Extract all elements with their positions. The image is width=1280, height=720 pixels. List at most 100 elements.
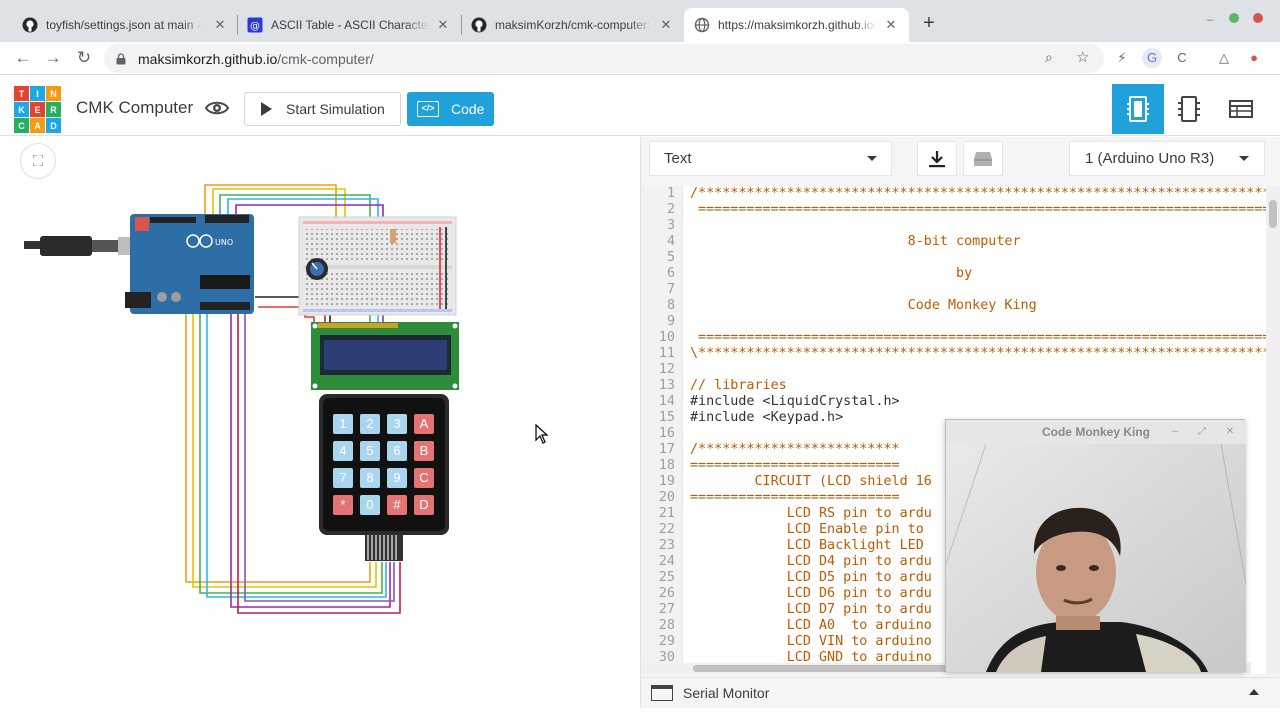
line-text: LCD D6 pin to ardu xyxy=(690,586,932,601)
line-number: 21 xyxy=(658,506,675,521)
code-line: 23 LCD Backlight LED xyxy=(641,538,1266,554)
line-number: 2 xyxy=(666,202,675,217)
upload-library-button[interactable] xyxy=(963,141,1003,176)
zoom-icon[interactable]: ⌕ xyxy=(1045,49,1053,65)
browser-tab-1[interactable]: toyfish/settings.json at main · m ✕ xyxy=(12,8,238,42)
code-line: 16 xyxy=(641,426,1266,442)
code-line: 6 by xyxy=(641,266,1266,282)
drive-extension-icon[interactable]: △ xyxy=(1219,50,1229,65)
circuit-view-button[interactable] xyxy=(1112,84,1164,134)
breadboard-icon xyxy=(1127,96,1149,122)
visibility-eye-icon[interactable] xyxy=(205,96,229,120)
line-number: 1 xyxy=(666,186,675,201)
code-line: 14#include <LiquidCrystal.h> xyxy=(641,394,1266,410)
code-mode-select[interactable]: Text xyxy=(649,141,892,176)
line-text: LCD D4 pin to ardu xyxy=(690,554,932,569)
line-number: 30 xyxy=(658,650,675,665)
line-number: 12 xyxy=(658,362,675,377)
new-tab-plus-icon[interactable]: + xyxy=(923,12,935,34)
lcd-display[interactable] xyxy=(311,322,459,390)
close-icon[interactable]: ✕ xyxy=(660,17,672,32)
project-title[interactable]: CMK Computer xyxy=(76,98,194,117)
code-line: 28 LCD A0 to arduino xyxy=(641,618,1266,634)
editor-vertical-scrollbar[interactable] xyxy=(1266,186,1280,674)
forward-arrow-icon[interactable]: → xyxy=(44,48,62,67)
line-text: LCD Enable pin to xyxy=(690,522,924,537)
browser-tab-4-active[interactable]: https://maksimkorzh.github.io/c ✕ xyxy=(684,8,909,42)
code-line: 2 ======================================… xyxy=(641,202,1266,218)
reload-icon[interactable]: ↻ xyxy=(76,48,92,67)
line-number: 5 xyxy=(666,250,675,265)
back-arrow-icon[interactable]: ← xyxy=(14,48,32,67)
close-icon[interactable]: ✕ xyxy=(1225,426,1235,437)
component-list-view-button[interactable] xyxy=(1215,84,1267,134)
svg-text:UNO: UNO xyxy=(215,238,233,247)
board-select-value: 1 (Arduino Uno R3) xyxy=(1085,150,1215,167)
ascii-table-icon: @ xyxy=(247,17,263,33)
line-text: LCD D5 pin to ardu xyxy=(690,570,932,585)
close-icon[interactable]: ✕ xyxy=(437,17,449,32)
line-text: // libraries xyxy=(690,378,787,393)
line-text: LCD Backlight LED xyxy=(690,538,924,553)
extension-c-icon[interactable]: C xyxy=(1177,50,1187,65)
chevron-up-icon[interactable] xyxy=(1249,689,1259,695)
browser-tab-2[interactable]: @ ASCII Table - ASCII Character C ✕ xyxy=(237,8,461,42)
scrollbar-thumb[interactable] xyxy=(1269,200,1277,228)
extension-bolt-icon[interactable]: ⚡ xyxy=(1117,50,1127,65)
close-icon[interactable]: ✕ xyxy=(214,17,226,32)
line-text: LCD RS pin to ardu xyxy=(690,506,932,521)
board-select[interactable]: 1 (Arduino Uno R3) xyxy=(1069,141,1265,176)
download-code-button[interactable] xyxy=(917,141,957,176)
line-number: 13 xyxy=(658,378,675,393)
code-line: 4 8-bit computer xyxy=(641,234,1266,250)
globe-icon xyxy=(694,17,710,33)
code-line: 5 xyxy=(641,250,1266,266)
tab-separator xyxy=(237,15,238,35)
line-number: 24 xyxy=(658,554,675,569)
line-text: ========================== xyxy=(690,458,900,473)
serial-monitor-bar[interactable]: Serial Monitor xyxy=(641,677,1280,708)
line-text: Code Monkey King xyxy=(690,298,1037,313)
line-number: 28 xyxy=(658,618,675,633)
code-line: 7 xyxy=(641,282,1266,298)
minimize-icon[interactable]: – xyxy=(1172,426,1178,437)
browser-tab-3[interactable]: maksimKorzh/cmk-computer: 8 ✕ xyxy=(461,8,684,42)
schematic-view-button[interactable] xyxy=(1163,84,1215,134)
start-simulation-label: Start Simulation xyxy=(286,101,385,117)
close-icon[interactable]: ✕ xyxy=(885,17,897,32)
bookmark-star-icon[interactable]: ☆ xyxy=(1076,49,1090,66)
line-text: #include <Keypad.h> xyxy=(690,410,844,425)
code-line: 18========================== xyxy=(641,458,1266,474)
line-number: 7 xyxy=(666,282,675,297)
extension-red-icon[interactable]: ● xyxy=(1250,50,1258,65)
fit-view-icon[interactable]: ⛶ xyxy=(20,143,56,179)
code-button[interactable]: </> Code xyxy=(407,92,494,126)
keypad-4x4[interactable] xyxy=(319,394,449,561)
address-bar[interactable]: maksimkorzh.github.io/cmk-computer/ ⌕ ☆ xyxy=(104,44,1104,73)
restore-icon[interactable]: ⤢ xyxy=(1198,426,1206,437)
usb-cable xyxy=(24,236,142,256)
potentiometer[interactable] xyxy=(306,258,328,280)
mouse-cursor-icon xyxy=(535,424,549,444)
code-line: 11\*************************************… xyxy=(641,346,1266,362)
code-line: 26 LCD D6 pin to ardu xyxy=(641,586,1266,602)
minimize-window-icon[interactable]: – xyxy=(1206,14,1214,26)
start-simulation-button[interactable]: Start Simulation xyxy=(244,92,401,126)
webcam-overlay[interactable]: Code Monkey King – ⤢ ✕ xyxy=(945,419,1246,672)
line-number: 16 xyxy=(658,426,675,441)
tab-title: maksimKorzh/cmk-computer: 8 xyxy=(495,18,652,32)
table-list-icon xyxy=(1229,100,1253,118)
translate-extension-icon[interactable]: G xyxy=(1142,48,1162,68)
arduino-uno-board[interactable]: UNO xyxy=(125,214,254,314)
scrollbar-thumb[interactable] xyxy=(693,665,1078,672)
maximize-window-icon[interactable] xyxy=(1226,12,1242,28)
browser-toolbar: ← → ↻ maksimkorzh.github.io/cmk-computer… xyxy=(0,42,1280,75)
line-number: 14 xyxy=(658,394,675,409)
code-line: 21 LCD RS pin to ardu xyxy=(641,506,1266,522)
code-line: 22 LCD Enable pin to xyxy=(641,522,1266,538)
line-number: 10 xyxy=(658,330,675,345)
close-window-icon[interactable] xyxy=(1250,12,1266,28)
circuit-canvas[interactable]: ⛶ xyxy=(0,137,640,708)
